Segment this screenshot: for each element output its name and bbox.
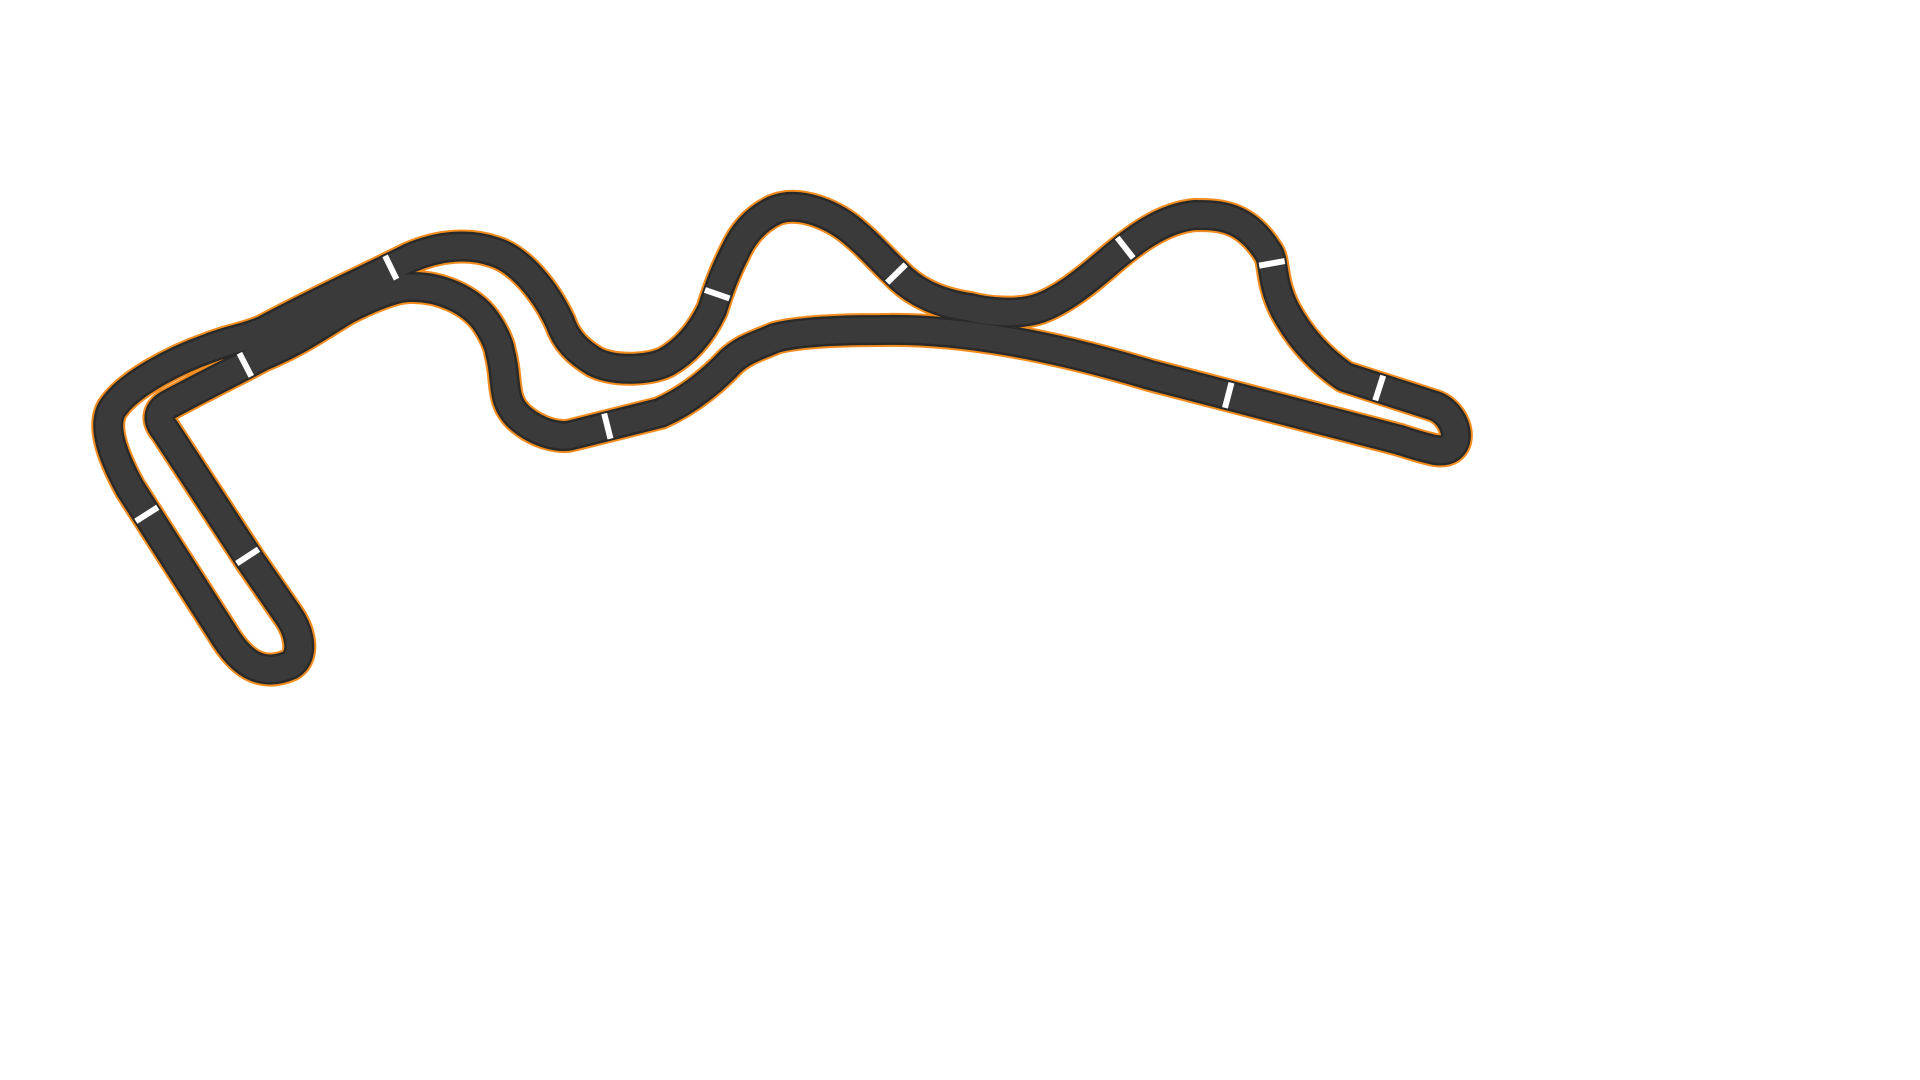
sector-marker xyxy=(703,287,731,302)
sector-marker xyxy=(236,351,255,378)
sector-marker xyxy=(1222,382,1235,409)
sector-markers xyxy=(134,235,1387,567)
sector-marker xyxy=(134,504,160,524)
sector-marker xyxy=(382,254,400,281)
sector-marker xyxy=(1372,374,1387,402)
race-track xyxy=(91,189,1473,687)
sector-marker xyxy=(601,412,614,440)
sector-marker xyxy=(235,546,261,567)
sector-marker xyxy=(1258,258,1286,269)
sector-marker xyxy=(885,262,908,285)
sector-marker xyxy=(1114,235,1136,260)
track-surface xyxy=(95,194,1469,682)
